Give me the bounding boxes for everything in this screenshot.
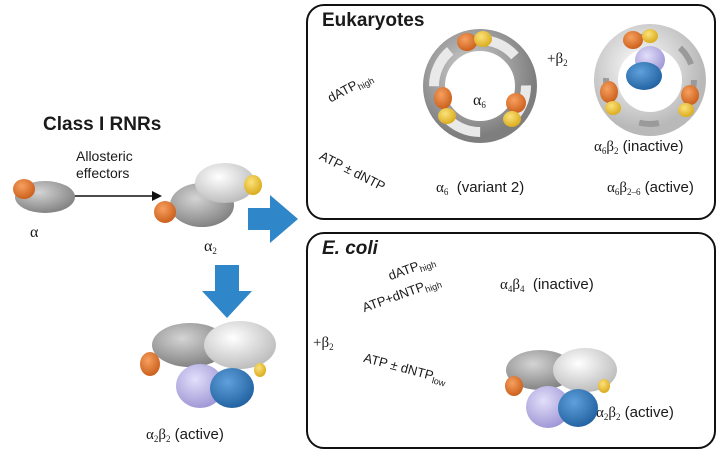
ecoli-plus-beta: +β2 <box>313 335 334 352</box>
euk-a6b26-label: α6β2–6 (active) <box>607 179 694 197</box>
alpha2beta2-complex-left <box>140 321 276 408</box>
euk-variant-label: α6 (variant 2) <box>436 179 525 197</box>
euk-a6b2-label: α6β2 (inactive) <box>594 138 684 156</box>
alpha6-ring <box>423 29 537 143</box>
effectors-label-2: effectors <box>76 165 130 181</box>
class-i-title: Class I RNRs <box>43 114 162 135</box>
blue-right-arrow <box>248 195 298 243</box>
alpha-monomer <box>13 179 75 213</box>
ecoli-alpha2beta2-complex <box>505 348 617 428</box>
alpha-label: α <box>30 224 39 241</box>
ecoli-a4b4-label: α4β4 (inactive) <box>500 276 594 294</box>
alpha2-dimer <box>154 163 262 227</box>
alpha2-label: α2 <box>204 238 217 256</box>
euk-plus-beta: +β2 <box>547 51 568 68</box>
alpha2beta2-label: α2β2 (active) <box>146 426 224 444</box>
effectors-label-1: Allosteric <box>76 148 133 164</box>
ecoli-panel <box>306 232 716 449</box>
alpha6beta2-complex <box>594 24 706 136</box>
ecoli-a2b2-label: α2β2 (active) <box>596 404 674 422</box>
eukaryotes-title: Eukaryotes <box>322 10 425 31</box>
ecoli-title: E. coli <box>322 238 378 259</box>
blue-down-arrow <box>202 265 252 318</box>
euk-alpha6-center: α6 <box>473 92 486 110</box>
